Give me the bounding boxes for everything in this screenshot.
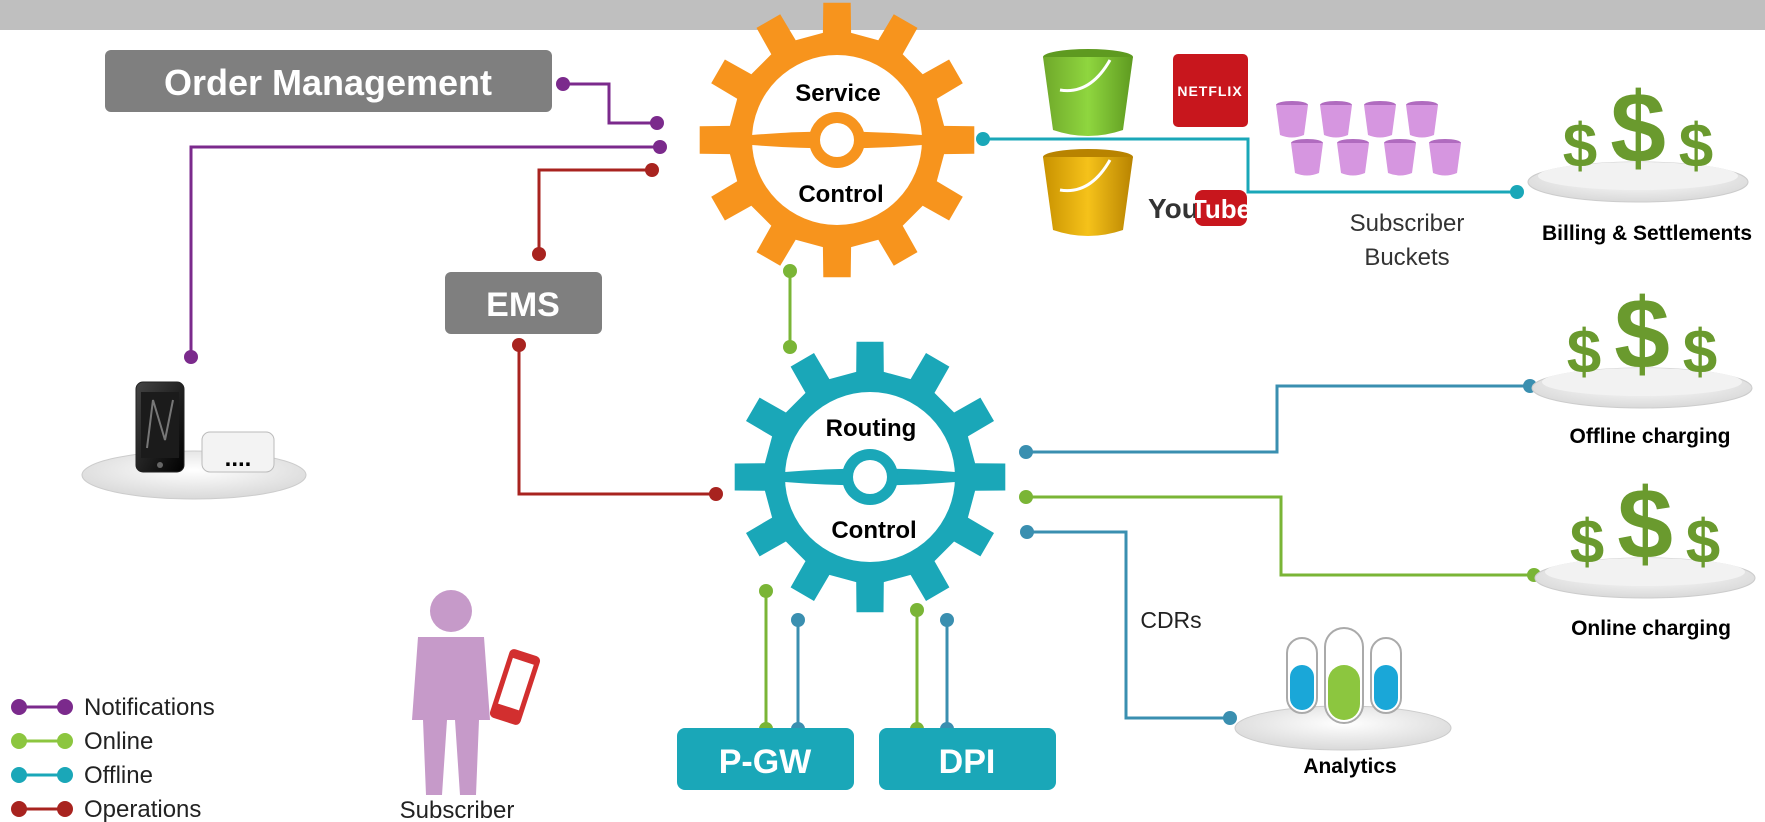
pgw-label: P-GW: [719, 743, 812, 781]
svg-text:$: $: [1563, 112, 1597, 181]
billing-dollar-icon: $$$: [1527, 72, 1749, 203]
service-control-gear[interactable]: [699, 2, 975, 278]
youtube-logo-you: You: [1148, 193, 1199, 224]
operations-endpoints: [512, 163, 723, 501]
netflix-logo-text: NETFLIX: [1177, 83, 1242, 99]
legend-item-operations: Operations: [11, 796, 201, 822]
youtube-logo: You Tube: [1148, 190, 1251, 226]
order-management-box[interactable]: Order Management: [105, 50, 552, 112]
svg-text:$: $: [1686, 508, 1720, 577]
notifications-endpoints: [184, 77, 667, 364]
online-connectors: [764, 271, 1534, 729]
online-charging-label: Online charging: [1571, 617, 1731, 640]
top-banner: [0, 0, 1765, 30]
operations-connectors: [517, 168, 716, 496]
cdrs-label: CDRs: [1140, 607, 1201, 633]
routing-gear-label-top: Routing: [826, 415, 917, 442]
online-charging-dollar-icon: $$$: [1534, 468, 1756, 599]
subscriber-buckets-label-line1: Subscriber: [1350, 210, 1465, 237]
subscriber-label: Subscriber: [400, 797, 515, 822]
svg-text:$: $: [1683, 318, 1717, 387]
billing-settlements-label: Billing & Settlements: [1542, 222, 1752, 245]
routing-control-gear[interactable]: [734, 341, 1006, 613]
order-management-label: Order Management: [164, 62, 492, 103]
service-gear-label-top: Service: [795, 80, 880, 107]
svg-text:$: $: [1570, 508, 1604, 577]
ems-box[interactable]: EMS: [445, 272, 602, 334]
youtube-logo-tube: Tube: [1191, 194, 1251, 224]
pgw-box[interactable]: P-GW: [677, 728, 854, 790]
netflix-logo: NETFLIX: [1173, 54, 1248, 127]
svg-text:$: $: [1614, 278, 1670, 390]
svg-text:$: $: [1567, 318, 1601, 387]
ems-label: EMS: [486, 286, 560, 324]
legend-item-online: Online: [11, 728, 153, 755]
legend-item-notifications: Notifications: [11, 694, 215, 721]
legend-label: Notifications: [84, 694, 215, 721]
routing-gear-label-bottom: Control: [831, 517, 916, 544]
service-gear-label-bottom: Control: [798, 181, 883, 208]
device-icon: [81, 381, 307, 500]
dpi-box[interactable]: DPI: [879, 728, 1056, 790]
subscriber-person-icon: [412, 590, 541, 795]
offline-charging-dollar-icon: $$$: [1531, 278, 1753, 409]
legend-label: Operations: [84, 796, 201, 822]
subscriber-buckets-icon: [1276, 101, 1461, 176]
legend-label: Offline: [84, 762, 153, 789]
offline-connectors: [796, 137, 1530, 729]
offline-endpoints: [791, 132, 1537, 736]
notifications-connectors: [189, 82, 660, 357]
legend-label: Online: [84, 728, 153, 755]
legend-item-offline: Offline: [11, 762, 153, 789]
green-bucket-icon: [1043, 49, 1133, 136]
svg-text:$: $: [1679, 112, 1713, 181]
yellow-bucket-icon: [1043, 149, 1133, 236]
subscriber-buckets-label-line2: Buckets: [1364, 244, 1449, 271]
analytics-label: Analytics: [1303, 755, 1396, 778]
svg-text:$: $: [1617, 468, 1673, 580]
device-dots-label: ....: [225, 445, 252, 472]
offline-charging-label: Offline charging: [1569, 425, 1730, 448]
svg-text:$: $: [1610, 72, 1666, 184]
dpi-label: DPI: [939, 743, 996, 781]
analytics-icon: [1234, 627, 1452, 751]
